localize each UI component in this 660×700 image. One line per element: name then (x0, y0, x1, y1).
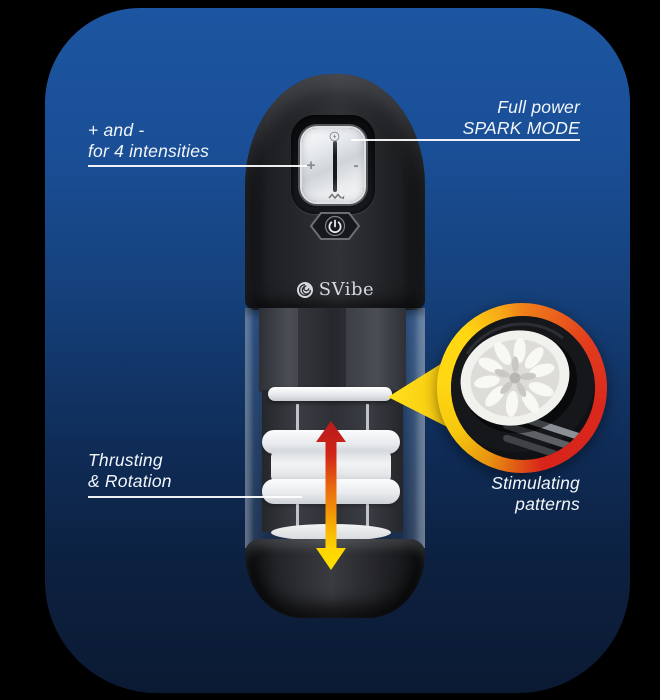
mechanism-pin (296, 404, 299, 432)
patterns-annotation-line1: Stimulating (491, 473, 580, 493)
vibration-wave-icon (328, 193, 345, 200)
plus-button: + (306, 157, 316, 174)
brand-logo: SVibe (245, 279, 425, 300)
thrust-annotation: Thrusting & Rotation (88, 450, 172, 492)
callout-line-intensity (88, 165, 307, 167)
device-inner-core-shadow (298, 308, 346, 392)
minus-button: - (353, 157, 359, 174)
thrust-annotation-line2: & Rotation (88, 471, 172, 491)
intensity-annotation: + and - for 4 intensities (88, 120, 209, 162)
mechanism-pin (366, 504, 369, 528)
brand-name: SVibe (318, 279, 375, 300)
pattern-texture-graphic (451, 316, 595, 460)
spark-annotation: Full power SPARK MODE (463, 97, 580, 139)
spark-annotation-line2: SPARK MODE (462, 118, 580, 138)
power-icon (309, 212, 361, 240)
intensity-annotation-line1: + and - (88, 120, 145, 140)
device-inner-core (259, 308, 406, 392)
brand-swirl-icon (296, 281, 313, 298)
callout-line-thrust (88, 496, 302, 498)
intensity-annotation-line2: for 4 intensities (88, 141, 210, 161)
patterns-annotation-line2: patterns (515, 494, 580, 514)
mechanism-pin (366, 404, 369, 432)
sleeve-ring (268, 387, 392, 401)
panel-divider (333, 141, 337, 192)
spark-annotation-line1: Full power (497, 97, 580, 117)
thrust-annotation-line1: Thrusting (88, 450, 163, 470)
mechanism-pin (296, 504, 299, 528)
spark-icon (329, 131, 340, 142)
stimulating-pattern-closeup (451, 316, 595, 460)
callout-line-spark (351, 139, 580, 141)
patterns-annotation: Stimulating patterns (491, 473, 580, 515)
zoom-inset-circle (437, 303, 607, 473)
thrust-arrow-icon (316, 421, 346, 570)
